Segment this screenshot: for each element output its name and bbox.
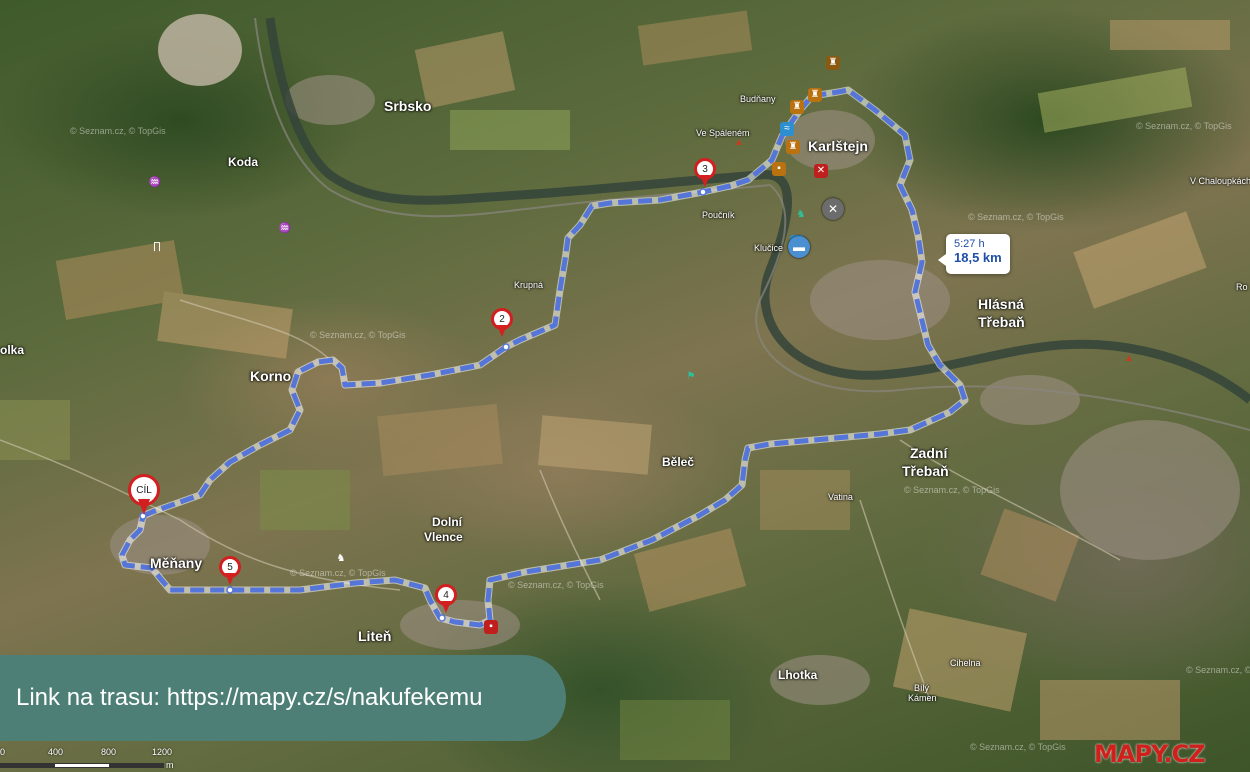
swimming-icon[interactable]: ♒ — [278, 223, 292, 234]
watermark: © Seznam.cz, © TopGis — [970, 742, 1066, 752]
watermark: © Seznam.cz, © TopGis — [310, 330, 406, 340]
mapy-cz-logo: MAPY.CZ — [1094, 740, 1206, 768]
scale-label: 1200 — [152, 747, 173, 757]
route-distance: 18,5 km — [954, 250, 1002, 265]
place-label: Lhotka — [778, 668, 818, 682]
place-label: Běleč — [662, 455, 695, 469]
waypoint-dot — [438, 614, 446, 622]
place-label: olka — [0, 343, 25, 357]
place-label: Koda — [228, 155, 258, 169]
castle-icon[interactable]: ♜ — [790, 100, 804, 114]
locality-label: Poučník — [702, 210, 735, 220]
scale-label: 800 — [101, 747, 117, 757]
marker-tail — [138, 499, 150, 515]
viewpoint-icon[interactable]: ≈ — [780, 122, 794, 136]
route-info-bubble[interactable]: 5:27 h 18,5 km — [938, 234, 1010, 274]
mountain-icon[interactable]: ▲ — [1124, 353, 1134, 364]
scale-label: 0 — [0, 747, 6, 757]
restaurant-icon[interactable]: ✕ — [814, 164, 828, 178]
route-link-banner[interactable]: Link na trasu: https://mapy.cz/s/nakufek… — [0, 655, 566, 741]
marker-tail — [225, 573, 235, 585]
marker-tail — [700, 175, 710, 187]
hotel-icon[interactable]: ▬ — [788, 236, 810, 258]
place-label: Třebaň — [978, 314, 1025, 330]
waypoint-dot — [226, 586, 234, 594]
route-marker-4[interactable]: 4 — [435, 584, 457, 614]
place-label: Třebaň — [902, 463, 949, 479]
waypoint-dot — [502, 343, 510, 351]
animal-icon[interactable]: ♞ — [336, 553, 346, 564]
scale-line — [0, 763, 164, 768]
scale-label: 400 — [48, 747, 64, 757]
swimming-icon[interactable]: ♒ — [148, 177, 162, 188]
place-label: Měňany — [150, 555, 203, 571]
place-label: Vlence — [424, 530, 463, 544]
place-label: Korno — [250, 368, 292, 384]
mountain-icon[interactable]: ▲ — [734, 137, 744, 148]
locality-label: Ve Spáleném — [696, 128, 750, 138]
castle-icon[interactable]: ♜ — [826, 56, 840, 70]
route-line — [118, 86, 969, 629]
locality-label: Klučice — [754, 243, 784, 253]
landmark-icon[interactable]: ∏ — [152, 241, 162, 252]
watermark: © Seznam.cz, © TopGis — [290, 568, 386, 578]
locality-label: Vatina — [828, 492, 853, 502]
locality-label: Budňany — [740, 94, 776, 104]
golf-icon[interactable]: ⚑ — [686, 371, 696, 382]
watermark: © Seznam.cz, © TopGis — [904, 485, 1000, 495]
place-label: Liteň — [358, 628, 392, 644]
place-label: Srbsko — [384, 98, 432, 114]
scale-unit: m — [166, 760, 174, 770]
place-label: Karlštejn — [808, 138, 868, 154]
place-label: Zadní — [910, 445, 948, 461]
watermark: © Seznam.cz, © TopGis — [508, 580, 604, 590]
castle-icon[interactable]: ♜ — [808, 88, 822, 102]
locality-label: Kámen — [908, 693, 937, 703]
route-time: 5:27 h — [954, 238, 985, 250]
restaurant-icon[interactable]: ✕ — [822, 198, 844, 220]
route-marker-5[interactable]: 5 — [219, 556, 241, 586]
hotel-icon[interactable]: ▪ — [772, 162, 786, 176]
locality-label: Cihelna — [950, 658, 981, 668]
locality-label: Bílý — [914, 683, 930, 693]
marker-tail — [441, 601, 451, 613]
watermark: © Seznam.cz, © TopGis — [968, 212, 1064, 222]
waypoint-dot — [699, 188, 707, 196]
place-label: Dolní — [432, 515, 462, 529]
route-marker-2[interactable]: 2 — [491, 308, 513, 338]
watermark: © Seznam.cz, © TopGis — [70, 126, 166, 136]
locality-label: Krupná — [514, 280, 544, 290]
restaurant-icon[interactable]: ▪ — [484, 620, 498, 634]
watermark: © Seznam.cz, © TopGis — [1136, 121, 1232, 131]
locality-label: Ro — [1236, 282, 1248, 292]
route-marker-3[interactable]: 3 — [694, 158, 716, 188]
watermark: © Seznam.cz, © TopGis — [1186, 665, 1250, 675]
finish-marker[interactable]: CÍL — [128, 474, 160, 516]
viewpoint-icon[interactable]: ♞ — [796, 209, 806, 220]
castle-icon[interactable]: ♜ — [786, 140, 800, 154]
locality-label: V Chaloupkách — [1190, 176, 1250, 186]
marker-tail — [497, 325, 507, 337]
place-label: Hlásná — [978, 296, 1024, 312]
route-link-text[interactable]: Link na trasu: https://mapy.cz/s/nakufek… — [16, 684, 483, 711]
